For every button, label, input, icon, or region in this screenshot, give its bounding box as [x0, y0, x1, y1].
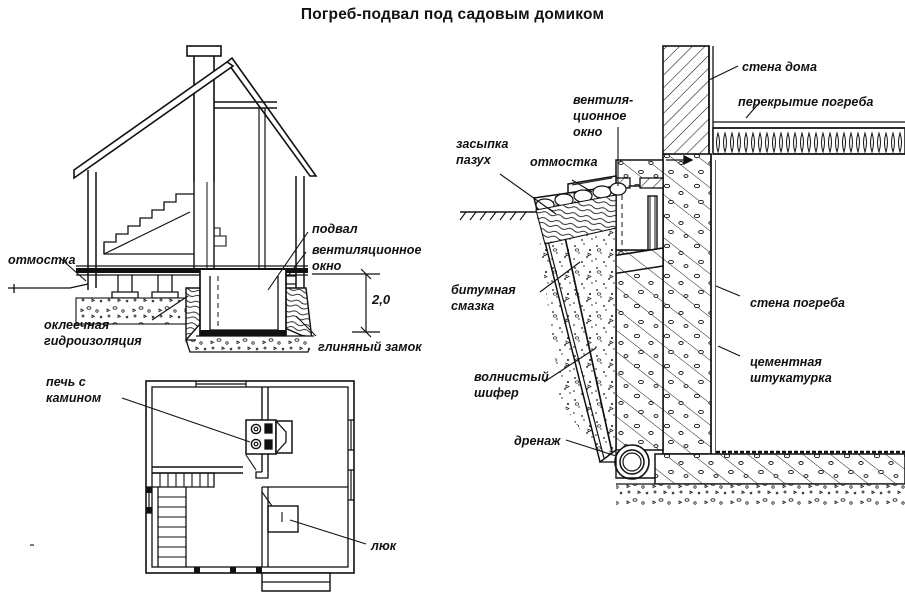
label-perekrytie-pogreba: перекрытие погреба [738, 95, 874, 109]
label-otmostka-left: отмостка [8, 253, 76, 267]
label-bitumnaya-smazka: битумная смазка [451, 283, 516, 313]
label-okleechnaya-gidroizolyaciya: оклеечная гидроизоляция [44, 318, 142, 348]
page-title: Погреб-подвал под садовым домиком [300, 6, 605, 23]
label-pech-s-kaminom: печь с камином [46, 375, 102, 405]
hatch-shape [267, 505, 299, 533]
drainage-pipe-shape [614, 444, 650, 480]
label-ventilyacionnoe-okno-detail: вентиля- ционное окно [573, 93, 634, 139]
label-volnistyi-shifer: волнистый шифер [474, 370, 549, 400]
cellar-detail-figure [459, 45, 905, 506]
dimension-label-2-0: 2,0 [372, 292, 391, 307]
label-lyuk: люк [371, 539, 397, 553]
label-glinyaniy-zamok: глиняный замок [318, 340, 422, 354]
house-section-figure [8, 45, 380, 353]
dimension-line-2-0 [312, 268, 380, 338]
label-stena-pogreba: стена погреба [750, 296, 845, 310]
label-zasypka-pazukh: засыпка пазух [456, 137, 509, 167]
label-drenazh: дренаж [514, 434, 561, 448]
floor-plan-figure [30, 380, 367, 592]
label-stena-doma: стена дома [742, 60, 817, 74]
label-cementnaya-shtukaturka: цементная штукатурка [750, 355, 832, 385]
label-podval: подвал [312, 222, 358, 236]
label-ventilyacionnoe-okno: вентиляционное окно [312, 243, 422, 273]
label-otmostka-right: отмостка [530, 155, 598, 169]
